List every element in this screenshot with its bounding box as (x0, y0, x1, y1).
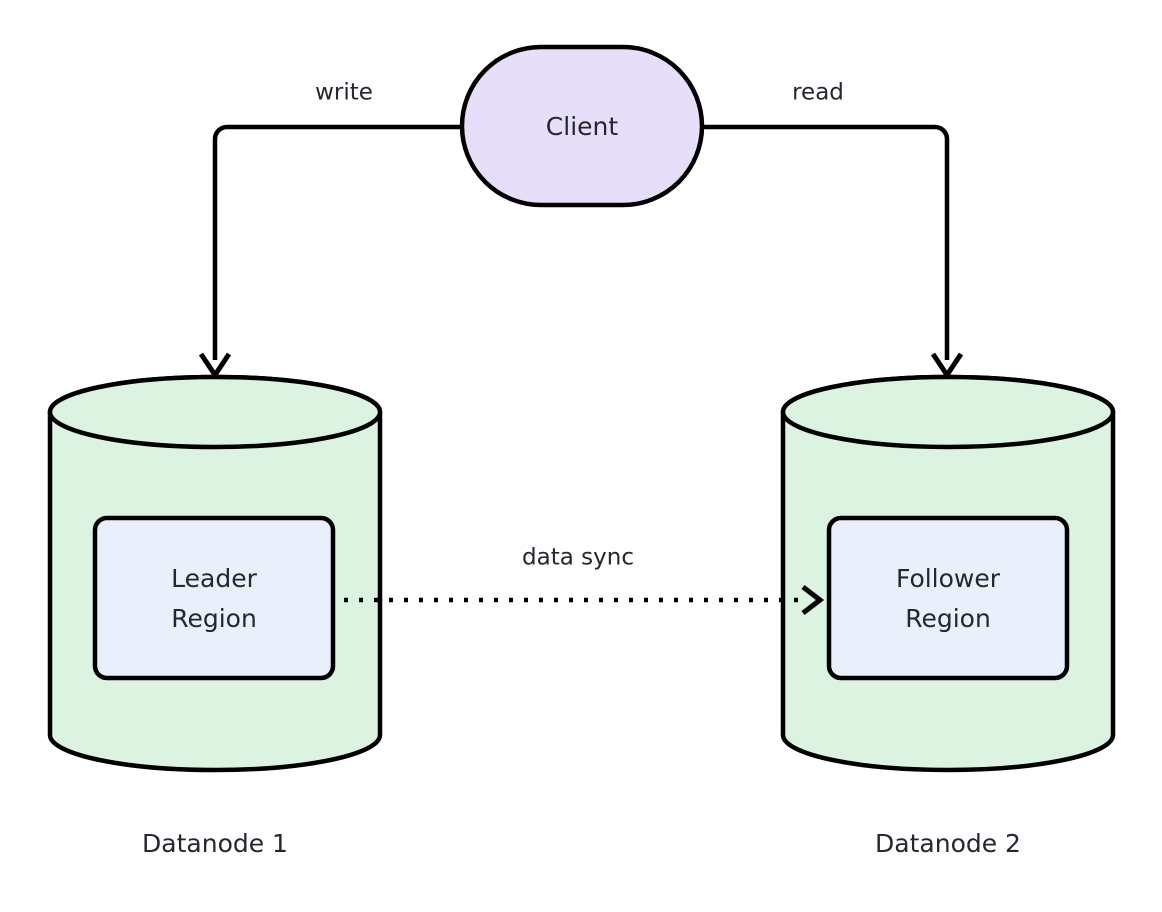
client-shape (459, 44, 705, 208)
edge-read-line (702, 124, 950, 360)
edge-write: write (198, 80, 462, 380)
leader-region[interactable]: Leader Region (92, 515, 336, 681)
node-client[interactable]: Client (459, 44, 705, 208)
follower-region-shape (826, 515, 1070, 681)
edge-write-line (212, 124, 462, 360)
leader-region-label-line1: Leader (171, 564, 257, 593)
edge-write-label: write (315, 80, 373, 106)
edge-read-label: read (792, 80, 844, 106)
datanode-2-cylinder-top (780, 374, 1116, 450)
follower-region-label-line1: Follower (896, 564, 1001, 593)
edge-data-sync-arrowhead-icon (801, 585, 825, 615)
client-label: Client (546, 112, 619, 141)
follower-region-label-line2: Region (905, 604, 991, 633)
leader-region-shape (92, 515, 336, 681)
datanode-1-caption: Datanode 1 (142, 829, 288, 858)
node-datanode-2[interactable]: Follower Region Datanode 2 (780, 374, 1116, 858)
follower-region[interactable]: Follower Region (826, 515, 1070, 681)
datanode-2-caption: Datanode 2 (875, 829, 1021, 858)
edge-data-sync-label: data sync (522, 545, 634, 571)
datanode-1-cylinder-top (47, 374, 383, 450)
leader-region-label-line2: Region (171, 604, 257, 633)
edge-data-sync: data sync (344, 545, 825, 615)
edge-read: read (702, 80, 964, 380)
node-datanode-1[interactable]: Leader Region Datanode 1 (47, 374, 383, 858)
